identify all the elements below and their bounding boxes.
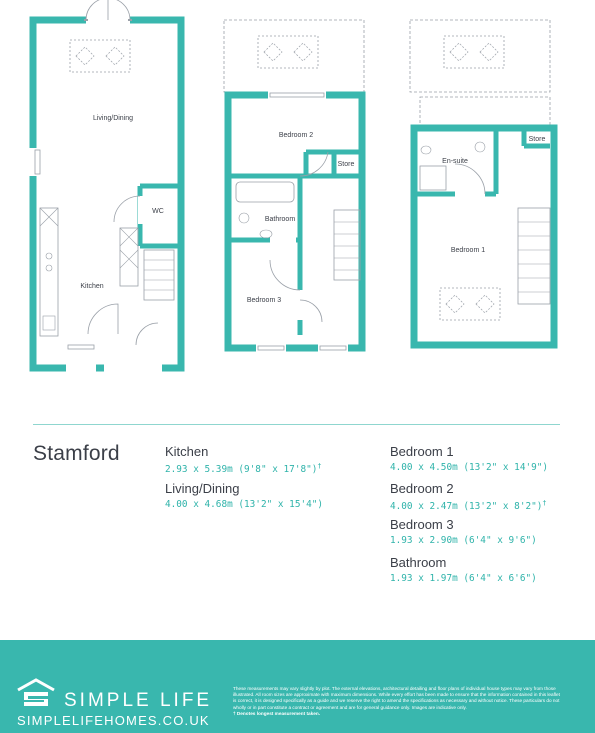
- brand-name: SIMPLE LIFE: [64, 690, 213, 711]
- label-bedroom-2: Bedroom 2: [279, 132, 313, 139]
- divider-line: [33, 424, 560, 425]
- label-kitchen: Kitchen: [80, 283, 103, 290]
- footer-band: [0, 640, 595, 733]
- room-name: Living/Dining: [165, 481, 240, 496]
- disclaimer-text: These measurements may vary slightly by …: [233, 686, 563, 717]
- room-name: Bedroom 1: [390, 444, 454, 459]
- ground-floor-plan: Living/Dining WC Kitchen: [29, 0, 185, 372]
- house-name: Stamford: [33, 442, 120, 465]
- longest-mark: †: [317, 462, 322, 470]
- first-floor-plan: Bedroom 2 Store Bathroom Bedroom 3: [223, 19, 366, 352]
- room-dimensions: 1.93 x 2.90m (6'4" x 9'6"): [390, 535, 537, 546]
- room-name: Bedroom 2: [390, 481, 454, 496]
- label-wc: WC: [152, 208, 164, 215]
- room-name: Bedroom 3: [390, 517, 454, 532]
- label-store-second: Store: [529, 136, 546, 143]
- room-dimensions: 1.93 x 1.97m (6'4" x 6'6"): [390, 573, 537, 584]
- label-store-first: Store: [338, 161, 355, 168]
- room-kitchen: Kitchen 2.93 x 5.39m (9'8" x 17'8")†: [165, 444, 322, 475]
- room-dimensions: 2.93 x 5.39m (9'8" x 17'8")†: [165, 462, 322, 476]
- label-en-suite: En-suite: [442, 158, 468, 165]
- room-bedroom-1: Bedroom 1 4.00 x 4.50m (13'2" x 14'9"): [390, 444, 548, 473]
- room-name: Kitchen: [165, 444, 209, 459]
- label-bedroom-3: Bedroom 3: [247, 297, 281, 304]
- label-living-dining: Living/Dining: [93, 115, 133, 122]
- room-living-dining: Living/Dining 4.00 x 4.68m (13'2" x 15'4…: [165, 481, 323, 510]
- label-bathroom: Bathroom: [265, 216, 296, 223]
- second-floor-plan: En-suite Store Bedroom 1: [409, 19, 558, 349]
- footnote: † Denotes longest measurement taken.: [233, 710, 321, 716]
- room-bedroom-2: Bedroom 2 4.00 x 2.47m (13'2" x 8'2")†: [390, 481, 547, 512]
- floor-plans: Living/Dining WC Kitchen Bedroom 2 Store…: [29, 0, 558, 372]
- room-bedroom-3: Bedroom 3 1.93 x 2.90m (6'4" x 9'6"): [390, 517, 537, 546]
- room-name: Bathroom: [390, 555, 447, 570]
- longest-mark: †: [542, 499, 547, 507]
- room-bathroom: Bathroom 1.93 x 1.97m (6'4" x 6'6"): [390, 555, 537, 584]
- room-dimensions: 4.00 x 4.50m (13'2" x 14'9"): [390, 462, 549, 473]
- house-logo-icon: [17, 678, 55, 706]
- room-dimensions: 4.00 x 2.47m (13'2" x 8'2")†: [390, 499, 547, 513]
- label-bedroom-1: Bedroom 1: [451, 247, 485, 254]
- room-dimensions: 4.00 x 4.68m (13'2" x 15'4"): [165, 499, 324, 510]
- website-link[interactable]: SIMPLELIFEHOMES.CO.UK: [17, 713, 210, 728]
